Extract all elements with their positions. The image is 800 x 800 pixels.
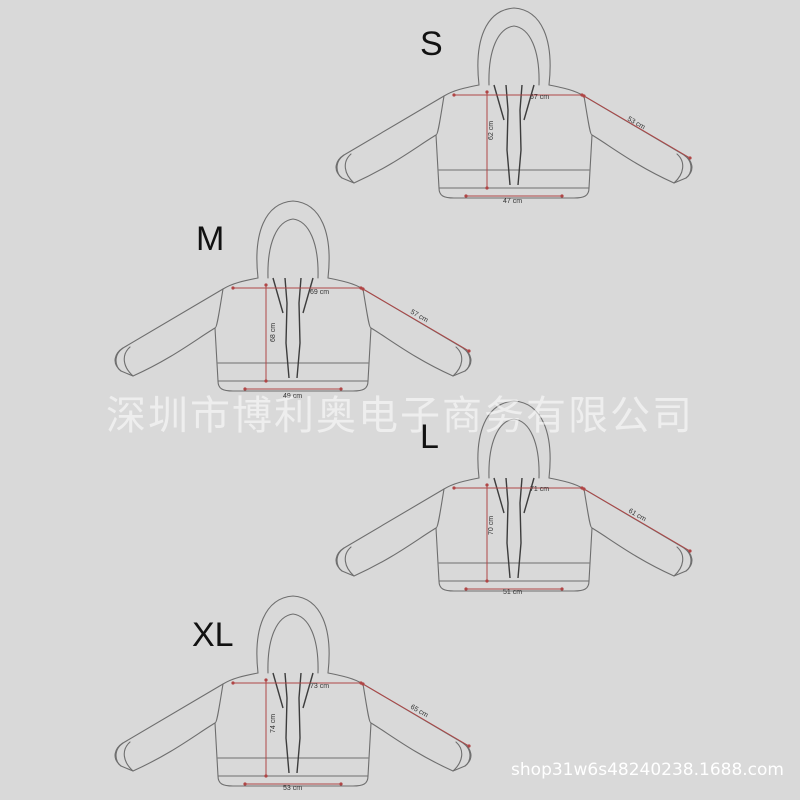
size-chart-s: S 67 cm 62 cm 53 cm 47 cm bbox=[335, 7, 693, 205]
size-label-xl: XL bbox=[192, 616, 234, 654]
size-chart-m: M 69 cm 68 cm 57 cm 49 cm bbox=[114, 200, 472, 400]
chest-measure-s: 67 cm bbox=[530, 94, 549, 101]
size-chart-xl: XL 73 cm 74 cm 65 cm 53 cm bbox=[114, 595, 472, 792]
size-label-l: L bbox=[420, 418, 439, 456]
hoodie-outline-s bbox=[335, 7, 693, 199]
hoodie-outline-m bbox=[114, 200, 472, 392]
size-label-m: M bbox=[196, 220, 224, 258]
hem-measure-xl: 53 cm bbox=[283, 785, 302, 792]
hoodie-outline-xl bbox=[114, 595, 472, 787]
length-measure-s: 62 cm bbox=[488, 121, 495, 140]
chest-measure-l: 71 cm bbox=[530, 486, 549, 493]
sleeve-measure-s: 53 cm bbox=[626, 116, 646, 132]
size-label-s: S bbox=[420, 25, 443, 63]
hem-measure-l: 51 cm bbox=[503, 589, 522, 596]
hem-measure-s: 47 cm bbox=[503, 198, 522, 205]
chest-measure-m: 69 cm bbox=[310, 289, 329, 296]
company-watermark: 深圳市博利奥电子商务有限公司 bbox=[106, 393, 694, 439]
hem-measure-m: 49 cm bbox=[283, 393, 302, 400]
length-measure-l: 70 cm bbox=[488, 516, 495, 535]
length-measure-xl: 74 cm bbox=[270, 714, 277, 733]
chest-measure-xl: 73 cm bbox=[310, 683, 329, 690]
shop-url-watermark: shop31w6s48240238.1688.com bbox=[511, 760, 784, 780]
length-measure-m: 68 cm bbox=[270, 323, 277, 342]
